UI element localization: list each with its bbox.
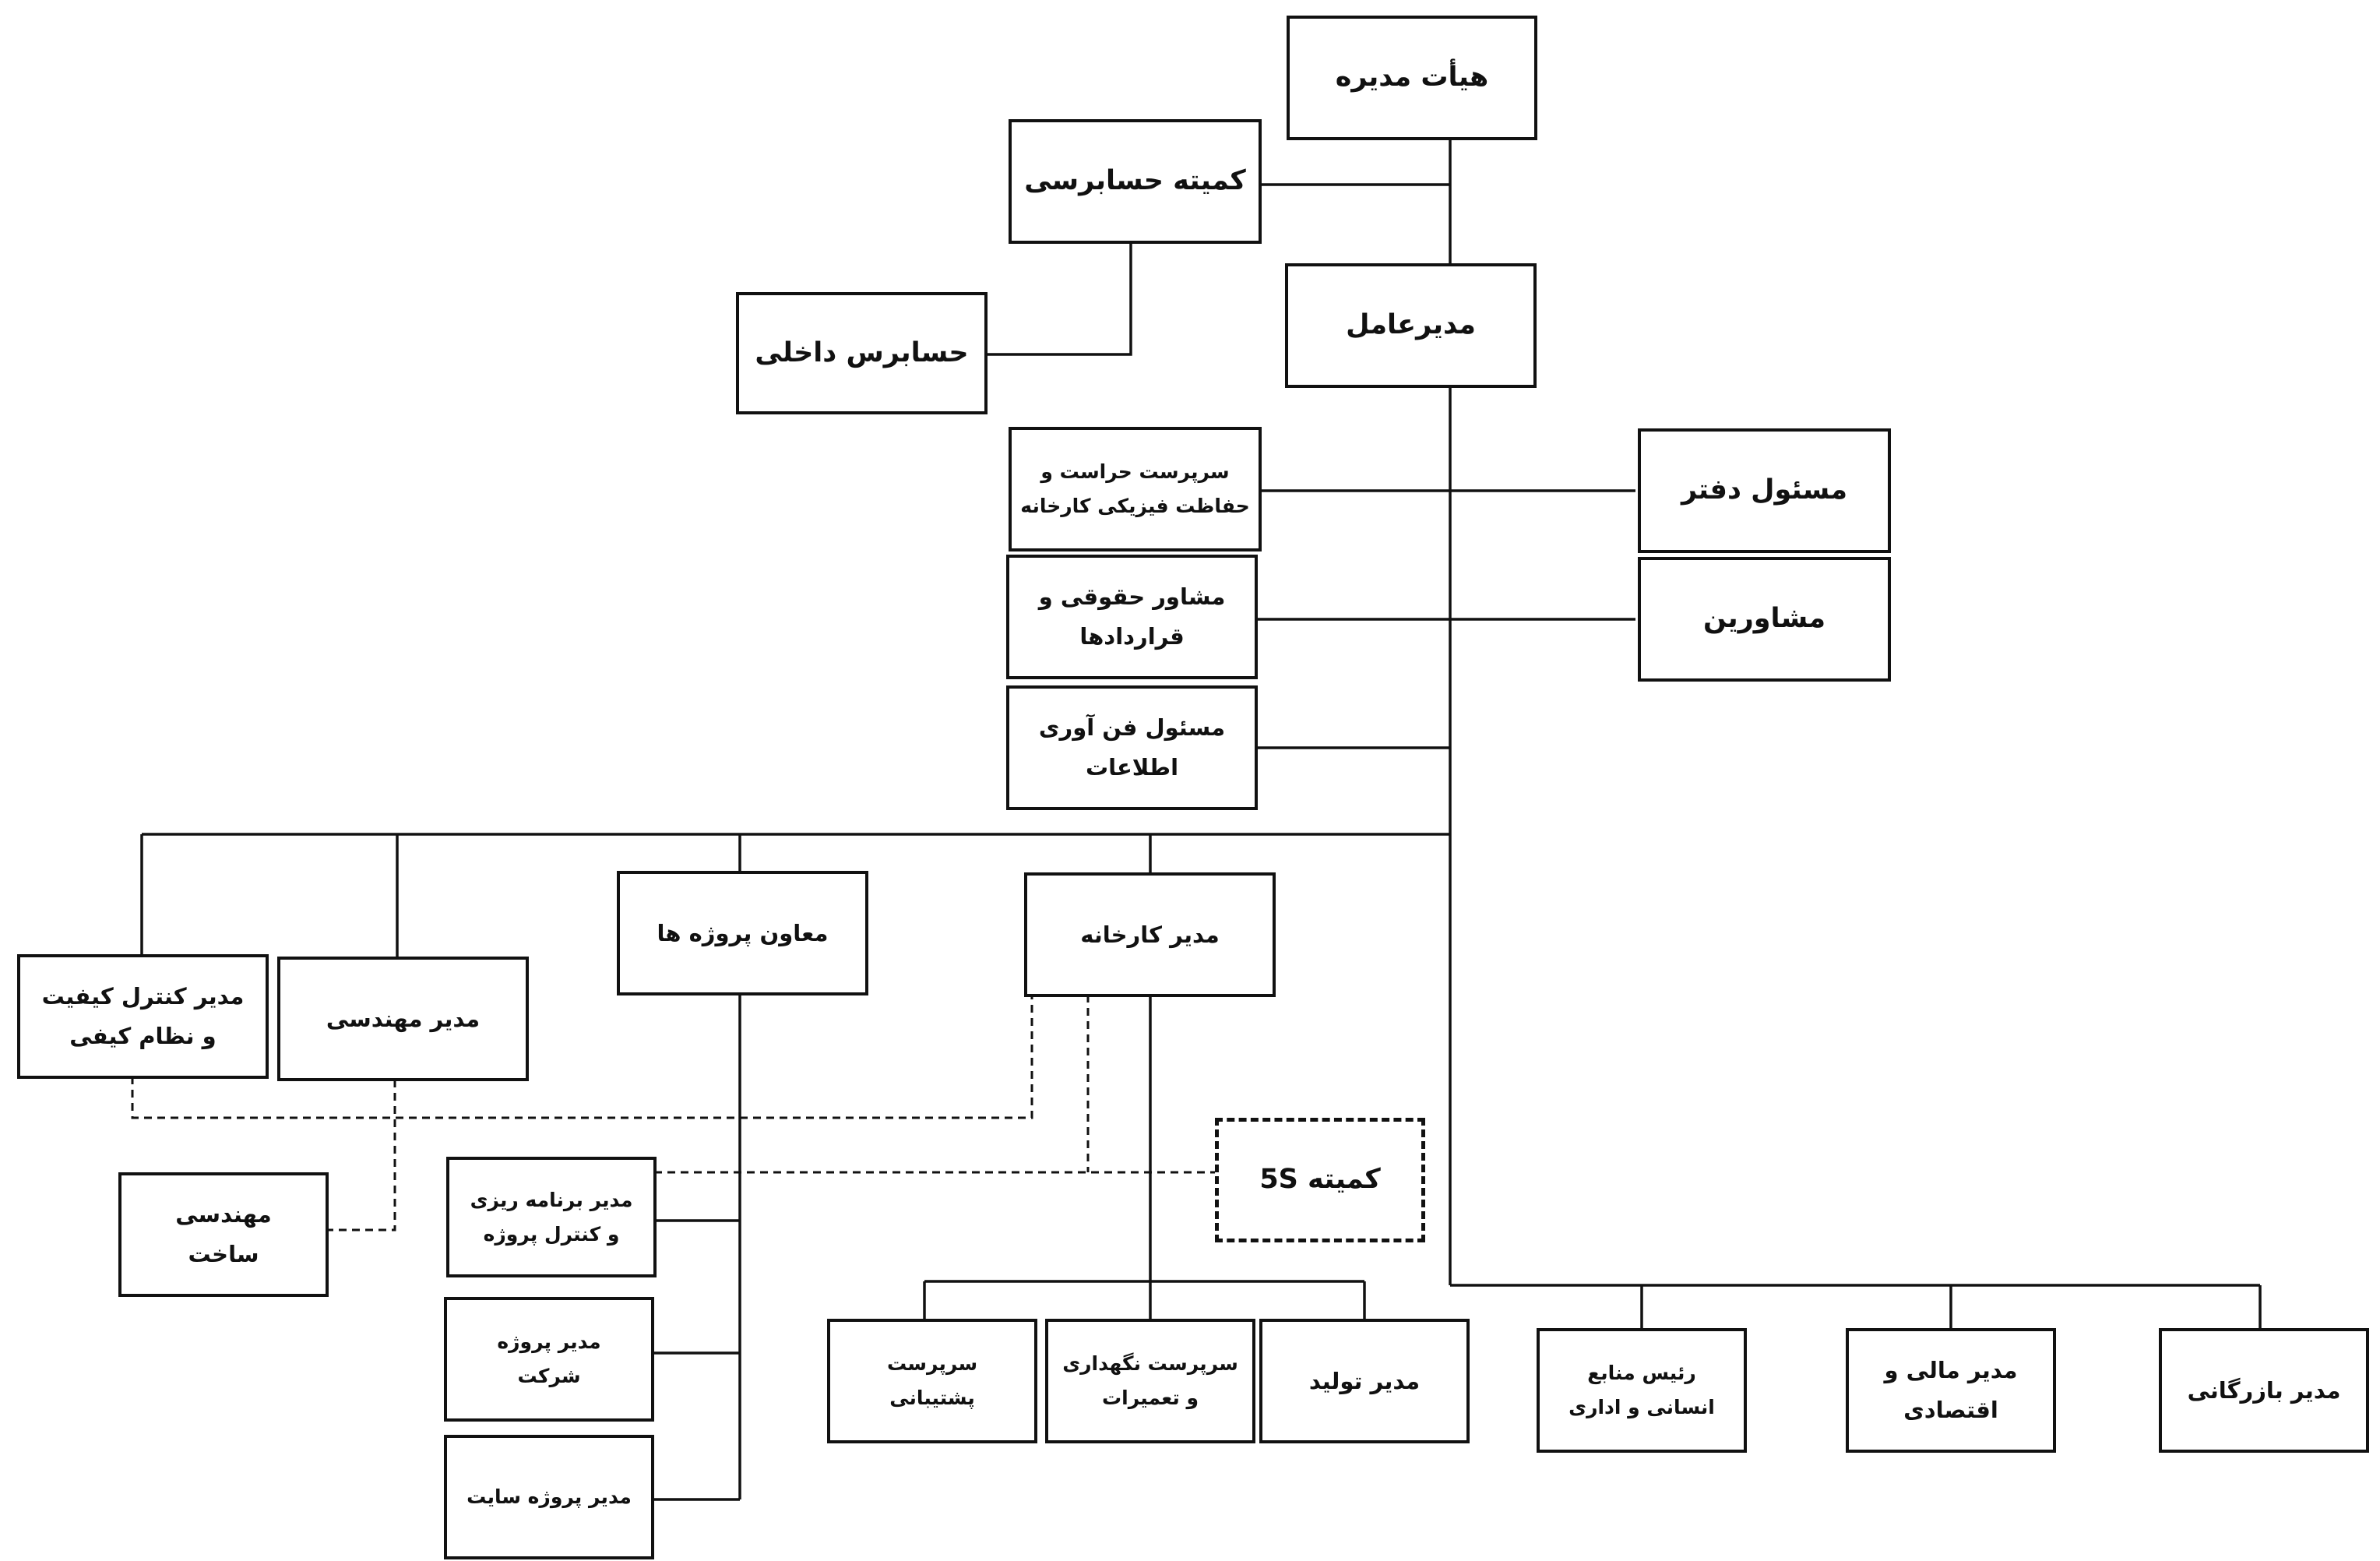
internal-auditor-box: حسابرس داخلی <box>736 292 988 414</box>
maintenance-supervisor-label: سرپرست نگهداری و تعمیرات <box>1062 1352 1238 1409</box>
it-manager-box: مسئول فن آوری اطلاعات <box>1006 685 1258 810</box>
planning-manager-box: مدیر برنامه ریزی و کنترل پروژه <box>446 1157 657 1277</box>
factory-manager-label: مدیر کارخانه <box>1080 921 1220 948</box>
it-manager-label: مسئول فن آوری اطلاعات <box>1038 714 1226 780</box>
projects-deputy-box: معاون پروژه ها <box>617 871 868 995</box>
construction-engineering-label: مهندسی ساخت <box>175 1201 272 1267</box>
quality-manager-label: مدیر کنترل کیفیت و نظام کیفی <box>41 983 245 1049</box>
maintenance-supervisor-box: سرپرست نگهداری و تعمیرات <box>1045 1319 1255 1443</box>
committee-5s-label: کمیته 5S <box>1259 1164 1381 1196</box>
construction-engineering-box: مهندسی ساخت <box>118 1172 329 1297</box>
legal-advisor-box: مشاور حقوقی و قراردادها <box>1006 555 1258 679</box>
company-project-manager-box: مدیر پروژه شرکت <box>444 1297 654 1422</box>
engineering-manager-box: مدیر مهندسی <box>277 957 529 1081</box>
production-manager-label: مدیر تولید <box>1308 1367 1421 1394</box>
board-box: هیأت مدیره <box>1287 16 1537 140</box>
office-manager-box: مسئول دفتر <box>1638 428 1891 553</box>
security-supervisor-label: سرپرست حراست و حفاظت فیزیکی کارخانه <box>1020 460 1250 517</box>
site-project-manager-label: مدیر پروژه سایت <box>466 1485 632 1509</box>
planning-manager-label: مدیر برنامه ریزی و کنترل پروژه <box>470 1188 633 1246</box>
factory-manager-box: مدیر کارخانه <box>1024 872 1276 997</box>
projects-deputy-label: معاون پروژه ها <box>657 919 829 946</box>
engineering-manager-label: مدیر مهندسی <box>326 1005 481 1032</box>
finance-manager-box: مدیر مالی و اقتصادی <box>1846 1328 2056 1453</box>
ceo-label: مدیرعامل <box>1346 309 1476 341</box>
board-label: هیأت مدیره <box>1335 62 1489 93</box>
committee-5s-box: کمیته 5S <box>1215 1118 1425 1242</box>
security-supervisor-box: سرپرست حراست و حفاظت فیزیکی کارخانه <box>1009 427 1262 551</box>
commercial-manager-box: مدیر بازرگانی <box>2159 1328 2369 1453</box>
dashed-quality-factory <box>131 995 1033 1119</box>
advisors-box: مشاورین <box>1638 557 1891 682</box>
ceo-box: مدیرعامل <box>1285 263 1537 388</box>
dashed-engineering-construction <box>327 1080 396 1232</box>
connector-internal-auditor <box>985 241 1132 356</box>
office-manager-label: مسئول دفتر <box>1681 474 1848 506</box>
quality-manager-box: مدیر کنترل کیفیت و نظام کیفی <box>17 954 269 1079</box>
support-supervisor-box: سرپرست پشتیبانی <box>827 1319 1037 1443</box>
internal-auditor-label: حسابرس داخلی <box>755 337 969 368</box>
legal-advisor-label: مشاور حقوقی و قراردادها <box>1038 583 1226 650</box>
company-project-manager-label: مدیر پروژه شرکت <box>497 1330 601 1387</box>
site-project-manager-box: مدیر پروژه سایت <box>444 1435 654 1559</box>
audit-committee-box: کمیته حسابرسی <box>1009 119 1262 244</box>
audit-committee-label: کمیته حسابرسی <box>1024 165 1246 197</box>
support-supervisor-label: سرپرست پشتیبانی <box>886 1352 978 1409</box>
hr-head-box: رئیس منابع انسانی و اداری <box>1537 1328 1747 1453</box>
production-manager-box: مدیر تولید <box>1259 1319 1470 1443</box>
advisors-label: مشاورین <box>1703 603 1825 635</box>
commercial-manager-label: مدیر بازرگانی <box>2187 1376 2341 1404</box>
hr-head-label: رئیس منابع انسانی و اداری <box>1568 1362 1715 1418</box>
finance-manager-label: مدیر مالی و اقتصادی <box>1884 1357 2018 1423</box>
